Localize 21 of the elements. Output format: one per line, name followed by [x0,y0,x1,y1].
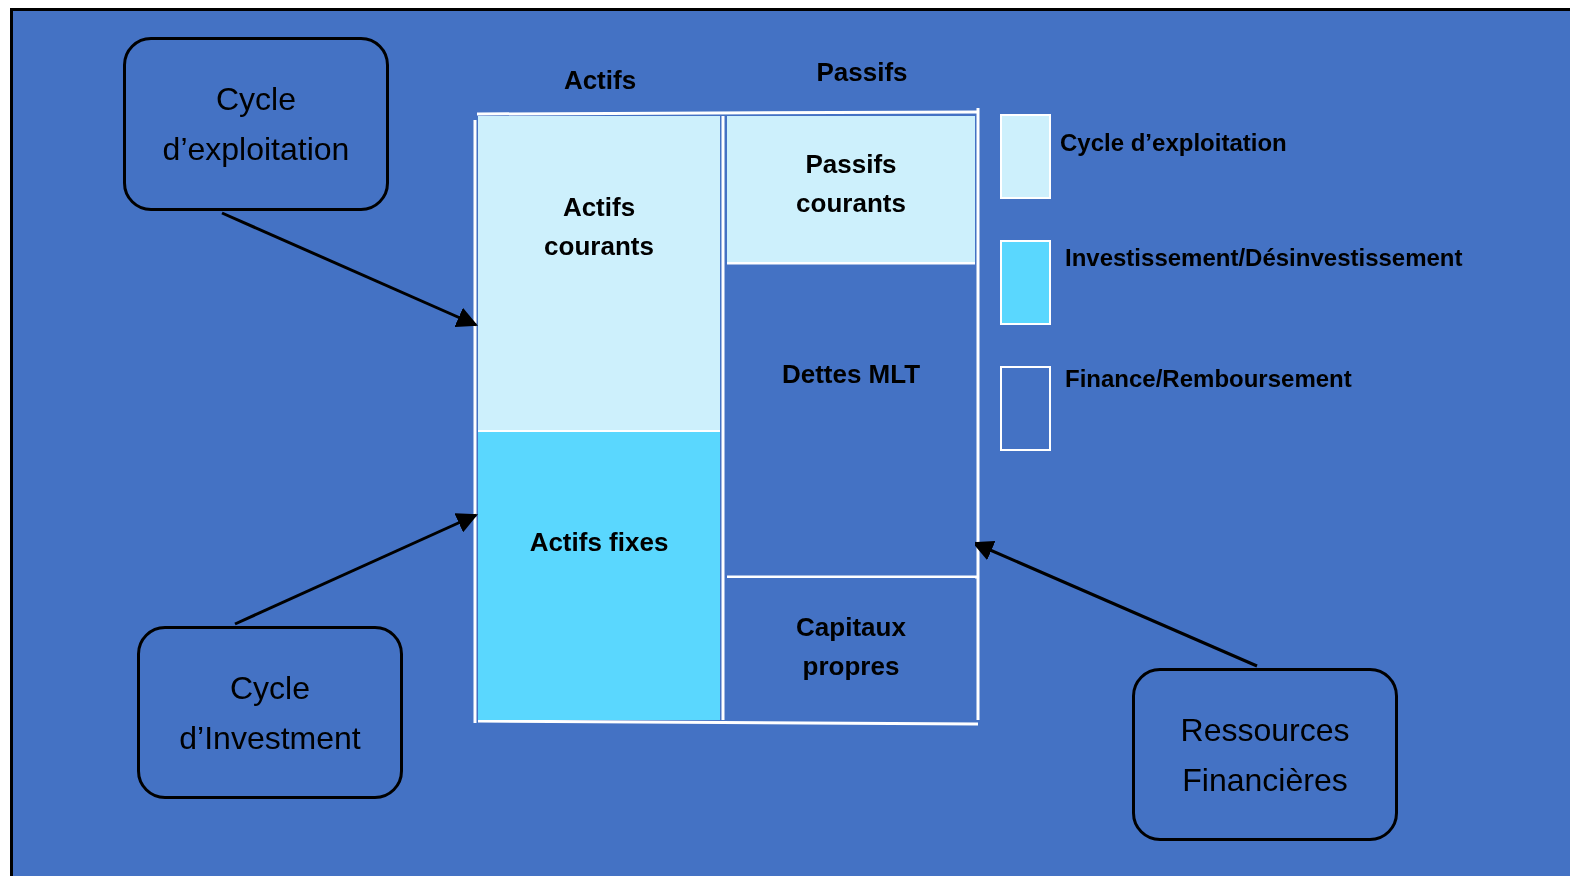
rounded-box [1132,668,1398,841]
legend-text: Cycle d’exploitation [1060,128,1287,158]
arrow [234,513,478,626]
rounded-box [123,37,389,211]
legend-text: Finance/Remboursement [1065,364,1352,394]
node-text: Cycle d’Investment [178,668,362,758]
column-heading: Actifs [562,64,638,97]
legend-text: Investissement/Désinvestissement [1065,243,1463,273]
arrow [221,211,478,327]
node-text: Capitaux propres [795,611,907,683]
node-text: Cycle d’exploitation [161,80,351,169]
node-text: Actifs fixes [529,526,669,559]
node-text: Dettes MLT [781,358,921,391]
node-text: Ressources Financières [1179,710,1351,800]
node-text: Passifs courants [795,148,907,220]
column-heading: Passifs [815,56,909,89]
rounded-box [137,626,403,799]
balance-cell [478,116,720,430]
node-text: Actifs courants [543,191,655,263]
balance-cell [478,432,720,720]
balance-cell [727,116,975,262]
